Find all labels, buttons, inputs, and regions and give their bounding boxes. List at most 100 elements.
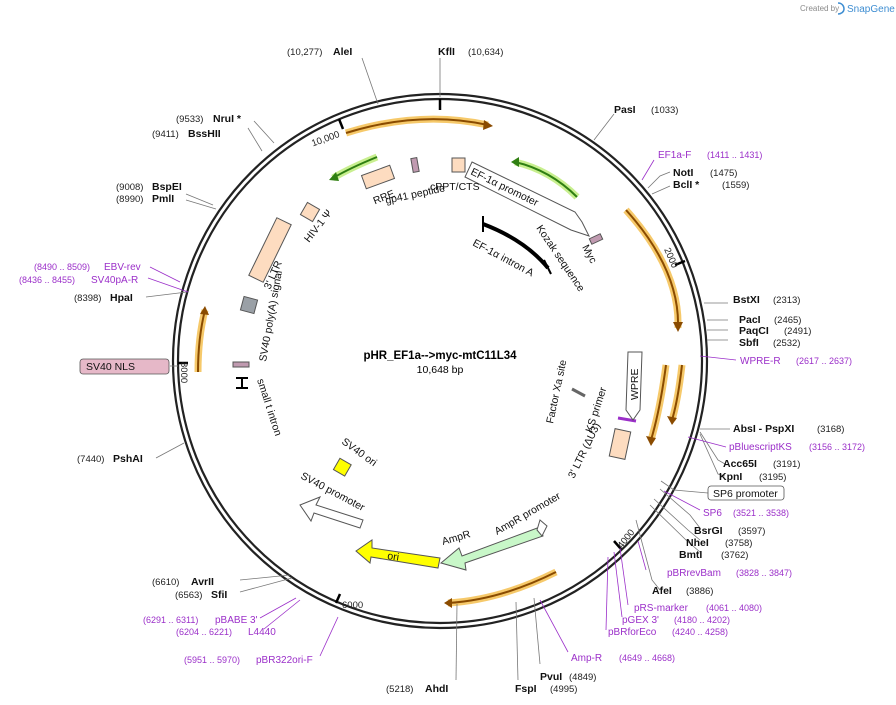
primer-name: pBR322ori-F <box>256 655 313 666</box>
site-pos: (1475) <box>710 168 737 179</box>
feature-ori: ori <box>387 550 400 564</box>
snapgene-brand: SnapGene <box>847 4 895 15</box>
site-pos: (9533) <box>176 114 203 125</box>
primer-name: EBV-rev <box>104 262 141 273</box>
site-name: AbsI - PspXI <box>733 423 794 435</box>
site-pos: (8990) <box>116 194 143 205</box>
cppt-cts-box <box>451 157 466 173</box>
sv40-nls-label: SV40 NLS <box>79 358 170 375</box>
primer-range: (4061 .. 4080) <box>706 603 762 613</box>
primer-range: (1411 .. 1431) <box>707 150 762 160</box>
arrow-10000-region <box>344 115 493 137</box>
primer-name: pBRrevBam <box>667 568 721 579</box>
created-by-text: Created by <box>800 4 839 13</box>
site-name: NheI <box>686 537 709 549</box>
arrow-8000-region <box>194 306 209 373</box>
site-name: BstXI <box>733 294 760 306</box>
site-pos: (3886) <box>686 586 713 597</box>
primer-range: (3828 .. 3847) <box>736 568 792 578</box>
inner-features <box>232 157 643 571</box>
feature-myc: Myc <box>579 243 599 266</box>
feature-factor-xa: Factor Xa site <box>544 359 569 425</box>
site-pos: (3762) <box>721 550 748 561</box>
arrow-2000-region <box>623 207 683 332</box>
site-name: Acc65I <box>723 458 757 470</box>
green-arrow-ef1a <box>511 157 580 200</box>
sv40-promoter-arrow <box>299 496 364 529</box>
feature-cppt: cPPT/CTS <box>430 181 480 193</box>
site-pos: (8398) <box>74 293 101 304</box>
site-pos: (9008) <box>116 182 143 193</box>
primer-range: (8490 .. 8509) <box>34 262 90 272</box>
primer-name: pBABE 3' <box>215 615 258 626</box>
site-name: PshAI <box>113 453 143 465</box>
site-pos: (4995) <box>550 684 577 695</box>
ampr-arrow <box>439 526 544 571</box>
site-name: BmtI <box>679 549 702 561</box>
site-name: PasI <box>614 104 636 116</box>
primer-range: (6204 .. 6221) <box>176 627 232 637</box>
feature-wpre: WPRE <box>629 369 641 401</box>
tick-label-10000: 10,000 <box>310 129 341 149</box>
site-name: NotI <box>673 167 693 179</box>
primer-name: SV40pA-R <box>91 275 138 286</box>
snapgene-logo-icon <box>837 2 845 15</box>
sv40-ori-box <box>332 457 352 477</box>
ampr-promoter-arrow <box>536 519 548 537</box>
site-pos: (2465) <box>774 315 801 326</box>
site-name: SbfI <box>739 337 759 349</box>
site-pos: (3597) <box>738 526 765 537</box>
sv40-polya-box <box>239 295 259 315</box>
tick-label-6000: 6000 <box>342 600 363 611</box>
feature-ef1a-intron: EF-1α intron A <box>471 237 536 279</box>
sp6-promoter-text: SP6 promoter <box>713 488 778 500</box>
sp6-promoter-label: SP6 promoter <box>707 485 785 501</box>
site-name: BspEI <box>152 181 182 193</box>
primer-name: L4440 <box>248 627 276 638</box>
ltr-3-box <box>608 428 632 460</box>
ltr-5-box <box>248 217 292 283</box>
primer-name: pGEX 3' <box>622 615 659 626</box>
factor-xa-bar <box>571 387 586 398</box>
feature-gp41: gp41 peptide <box>384 182 446 206</box>
primer-name: Amp-R <box>571 653 602 664</box>
site-pos: (10,277) <box>287 47 322 58</box>
tick-marks <box>178 99 686 604</box>
primer-name: pBRforEco <box>608 627 657 638</box>
feature-sv40-polya: SV40 poly(A) signal <box>257 270 285 363</box>
site-pos: (3758) <box>725 538 752 549</box>
site-pos: (10,634) <box>468 47 503 58</box>
site-name: SfiI <box>211 589 227 601</box>
tick-label-4000: 4000 <box>616 527 638 550</box>
tick-label-8000: 8000 <box>178 362 189 383</box>
leader-lines <box>145 57 730 681</box>
site-name: NruI * <box>213 113 242 125</box>
nls-small-box <box>232 361 250 368</box>
primer-range: (4180 .. 4202) <box>674 615 730 625</box>
site-pos: (3168) <box>817 424 844 435</box>
plasmid-size: 10,648 bp <box>417 364 464 376</box>
green-arrow-rre <box>329 153 379 182</box>
site-pos: (2491) <box>784 326 811 337</box>
site-name: AfeI <box>652 585 672 597</box>
hiv-psi-box <box>299 201 321 223</box>
site-name: KpnI <box>719 471 742 483</box>
primer-name: SP6 <box>703 508 722 519</box>
site-name: BclI * <box>673 179 700 191</box>
primer-range: (4240 .. 4258) <box>672 627 728 637</box>
site-pos: (6563) <box>175 590 202 601</box>
site-pos: (1033) <box>651 105 678 116</box>
gp41-box <box>410 157 420 173</box>
site-pos: (1559) <box>722 180 749 191</box>
site-name: BsrGI <box>694 525 723 537</box>
ef1a-promoter-arrow <box>464 161 590 237</box>
site-name: HpaI <box>110 292 133 304</box>
primer-range: (3521 .. 3538) <box>733 508 789 518</box>
site-pos: (5218) <box>386 684 413 695</box>
site-pos: (4849) <box>569 672 596 683</box>
site-pos: (3195) <box>759 472 786 483</box>
site-name: KflI <box>438 46 455 58</box>
site-name: BssHII <box>188 128 221 140</box>
site-pos: (3191) <box>773 459 800 470</box>
primer-name: WPRE-R <box>740 356 781 367</box>
